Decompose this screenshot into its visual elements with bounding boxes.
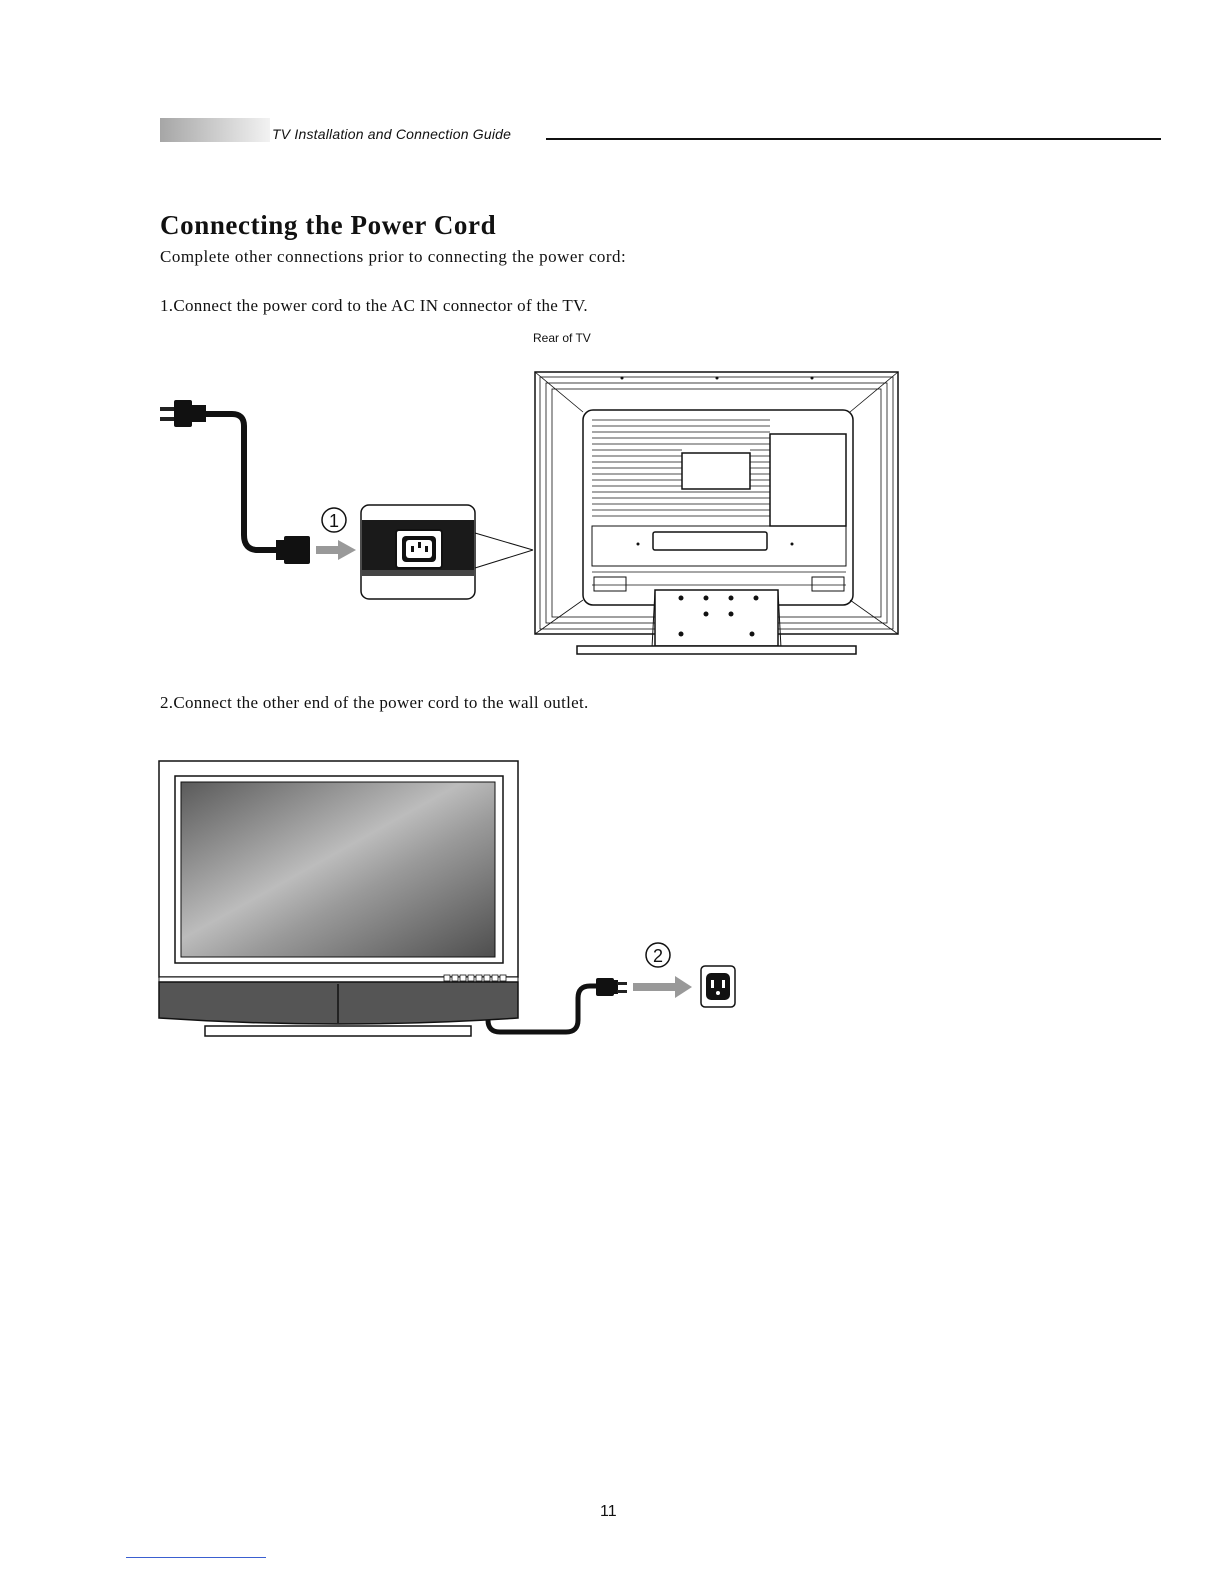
page-number: 11 xyxy=(600,1503,617,1521)
tv-front-illustration xyxy=(159,761,518,1036)
wall-outlet-icon xyxy=(701,966,735,1007)
power-plug-icon-2 xyxy=(596,978,627,996)
arrow-right-icon-2 xyxy=(633,976,692,998)
step-2-marker: 2 xyxy=(653,946,663,966)
footer-link-rule xyxy=(126,1557,266,1558)
figure-step-2: 2 xyxy=(0,0,1224,1100)
